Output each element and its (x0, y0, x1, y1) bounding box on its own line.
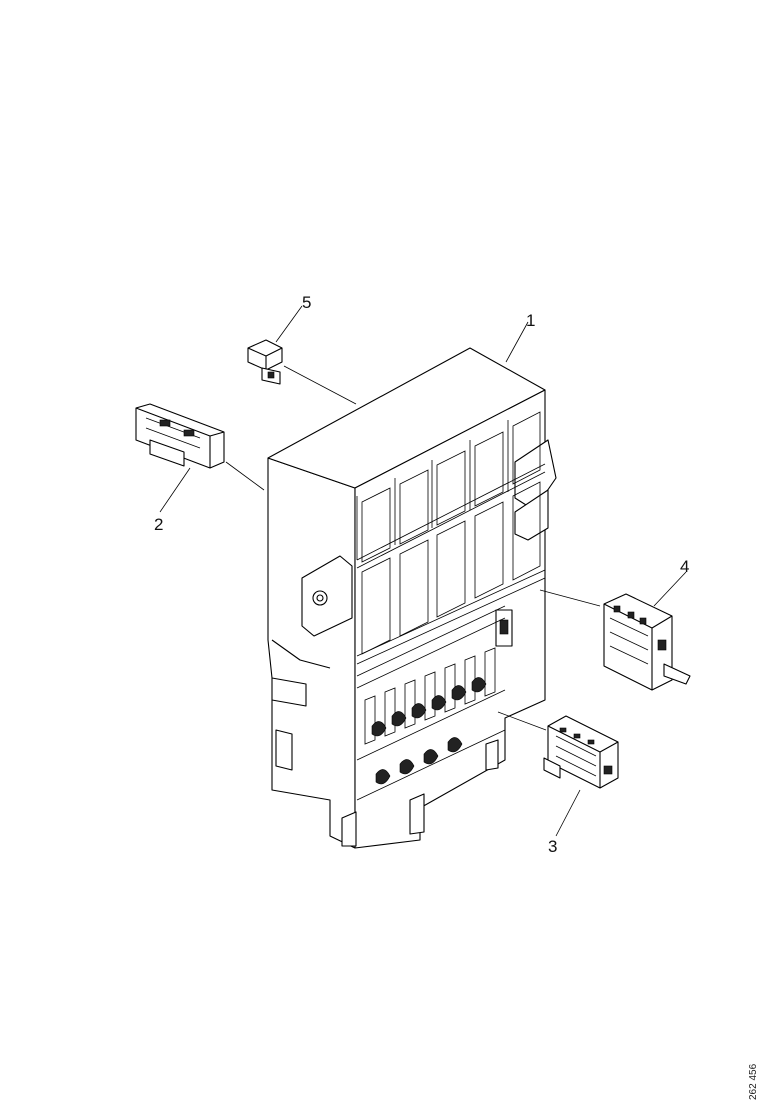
part-2-connector-strip (135, 403, 225, 469)
drawing-reference-code: 262 456 (748, 1063, 759, 1100)
callout-3: 3 (548, 837, 557, 856)
part-4-relay-module (603, 593, 691, 691)
callout-4: 4 (680, 557, 689, 576)
relay-slots-upper (356, 411, 546, 569)
callout-5: 5 (302, 293, 311, 312)
part-3-relay-module (543, 715, 619, 789)
callout-1: 1 (526, 311, 535, 330)
callout-2: 2 (154, 515, 163, 534)
leader-lines (159, 305, 687, 837)
fuse-rows-lower (341, 605, 506, 847)
part-5-clip (247, 339, 283, 385)
relay-slots-middle (356, 481, 546, 665)
part-1-housing (267, 347, 557, 849)
